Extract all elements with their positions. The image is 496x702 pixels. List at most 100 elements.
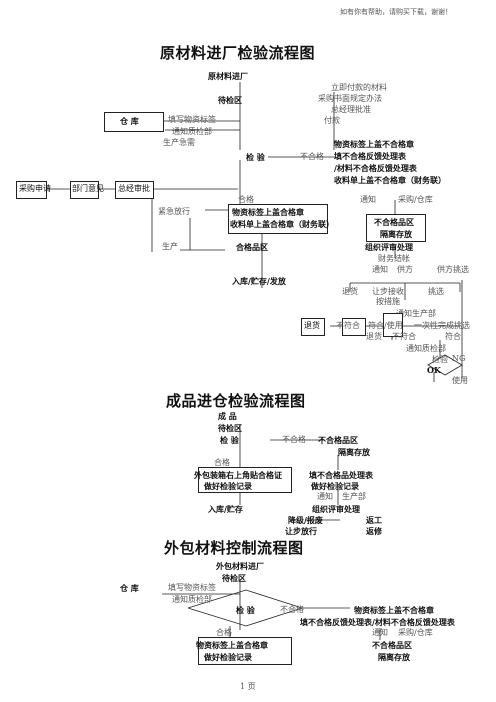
section1-title: 原材料进厂检验流程图 [160, 44, 316, 62]
label-rework: 返工 [366, 515, 382, 525]
label-unq-stamp-3: 物资标签上盖不合格章 [354, 605, 434, 615]
label-qualified-area: 合格品区 [236, 242, 268, 252]
qualified-stamp-box [228, 204, 328, 234]
label-unq-receipt: 收料单上盖不合格章（财务联） [334, 175, 446, 185]
use-box [383, 313, 403, 337]
label-purchase-request: 采购申请 [19, 184, 51, 193]
label-gm-approve: 总经审批 [118, 184, 150, 193]
label-inspect-3: 检 验 [236, 605, 255, 615]
label-qualified-3: 合格 [216, 628, 232, 637]
label-qualified-2: 合格 [214, 458, 230, 467]
label-incoming: 原材料进厂 [208, 71, 248, 81]
label-q-receipt: 收料单上盖合格章（财务联） [230, 219, 334, 229]
label-unq-form: 填不合格品处理表 [309, 470, 373, 480]
label-notify-qc-3: 通知质检部 [172, 595, 212, 604]
label-q-stamp: 物资标签上盖合格章 [232, 207, 304, 217]
label-outsourced-incoming: 外包材料进厂 [216, 561, 264, 571]
label-supplier: 供方 [397, 265, 413, 274]
label-nonconform: 不符合 [336, 321, 360, 330]
label-dept-opinion: 部门意见 [72, 184, 104, 193]
label-unq-area-2: 不合格品区 [318, 435, 358, 445]
page-number: 1 页 [240, 682, 256, 691]
label-conform-2: 符合 [445, 332, 461, 341]
label-warehouse-io: 入库/贮存/发放 [232, 276, 286, 286]
label-conform-use: 符合/使用 [368, 321, 403, 330]
purchase-request-box [16, 181, 47, 199]
label-fill-tag: 填写物资标签 [168, 115, 216, 124]
label-qualified: 合格 [238, 195, 254, 204]
label-concession: 让步接收 [372, 287, 404, 296]
label-notify-qc-2: 通知质检部 [406, 344, 446, 353]
label-emergency-release: 紧急放行 [158, 207, 190, 216]
dept-opinion-box [70, 181, 99, 199]
label-once-pick: 一次性完成挑选 [414, 321, 470, 330]
label-pay-note-3: 总经理批准 [331, 105, 371, 114]
label-unq-feedback: 填不合格反馈处理表 [334, 151, 406, 161]
label-review-2: 组织评审处理 [312, 504, 360, 514]
label-notify: 通知 [360, 195, 376, 204]
cert-box [198, 467, 292, 493]
label-unqualified: 不合格 [300, 152, 324, 161]
label-fill-tag-3: 填写物资标签 [168, 583, 216, 592]
label-notify-4: 通知 [372, 628, 388, 637]
label-isolation-3: 隔离存放 [378, 652, 410, 662]
label-supplier-pick: 供方挑选 [437, 265, 469, 274]
label-recheck: 检验 [432, 355, 448, 364]
label-store: 入库/贮存 [208, 504, 243, 514]
label-return-3: 退货 [366, 332, 382, 341]
label-notify-qc: 通知质检部 [172, 127, 212, 136]
label-record-3: 做好检验记录 [204, 652, 252, 662]
label-nonconform-2: 不符合 [392, 332, 416, 341]
label-notify-3: 通知 [317, 492, 333, 501]
label-prod-dept: 生产部 [342, 492, 366, 501]
label-repair: 返修 [366, 526, 382, 536]
warehouse-box [104, 112, 164, 132]
label-inspect: 检 验 [246, 152, 265, 162]
label-downgrade: 降级/报废 [288, 515, 323, 525]
label-concession-measure: 按措施 [376, 297, 400, 306]
label-unq-area: 不合格品区 [374, 217, 414, 227]
label-purchase-warehouse-3: 采购/仓库 [398, 628, 433, 637]
label-ng: NG [452, 354, 466, 363]
label-warehouse: 仓 库 [120, 116, 139, 126]
label-unq-stamp: 物资标签上盖不合格章 [334, 139, 414, 149]
qualified-stamp-box-3 [198, 637, 292, 665]
header-note: 如有你有帮助，请购买下载，谢谢！ [340, 8, 452, 16]
label-pay-note-1: 立即付款的材料 [331, 83, 387, 92]
label-purchase-warehouse: 采购/仓库 [398, 195, 433, 204]
nonconform-box [342, 318, 366, 336]
label-pending-area-2: 待检区 [218, 423, 242, 433]
label-q-stamp-3: 物资标签上盖合格章 [196, 640, 268, 650]
label-pick: 挑选 [428, 287, 444, 296]
label-production: 生产 [162, 242, 178, 251]
label-unqualified-3: 不合格 [280, 605, 304, 614]
label-review: 组织评审处理 [365, 242, 413, 252]
label-notify-2: 通知 [372, 265, 388, 274]
label-unqualified-2: 不合格 [282, 435, 306, 444]
label-pending-area-3: 待检区 [222, 573, 246, 583]
return-box [301, 318, 325, 336]
label-finished-product: 成 品 [218, 411, 237, 421]
label-pending-area: 待检区 [218, 95, 242, 105]
decision-diamond [427, 354, 463, 376]
label-unq-area-3: 不合格品区 [372, 640, 412, 650]
label-record-2: 做好检验记录 [311, 481, 359, 491]
section3-title: 外包材料控制流程图 [164, 539, 304, 557]
label-isolation: 隔离存放 [380, 229, 412, 239]
label-production-urgent: 生产急需 [163, 138, 195, 147]
label-return-1: 退货 [342, 287, 358, 296]
label-warehouse-3: 仓 库 [120, 583, 139, 593]
label-inspect-2: 检 验 [220, 435, 239, 445]
gm-approve-box [115, 181, 154, 199]
label-pay-note-2: 采购书面规定办法 [318, 94, 382, 103]
label-unq-material: /材料不合格反馈处理表 [334, 163, 417, 173]
label-financial-settle: 财务结帐 [378, 254, 410, 263]
label-use: 使用 [452, 376, 468, 385]
label-certificate: 外包装箱右上角贴合格证 [194, 470, 282, 480]
label-record: 做好检验记录 [204, 481, 252, 491]
label-isolation-2: 隔离存放 [338, 447, 370, 457]
label-pay-note-4: 付款 [324, 116, 340, 125]
label-notify-production: 通知生产部 [396, 309, 436, 318]
unqualified-area-box [366, 214, 426, 242]
